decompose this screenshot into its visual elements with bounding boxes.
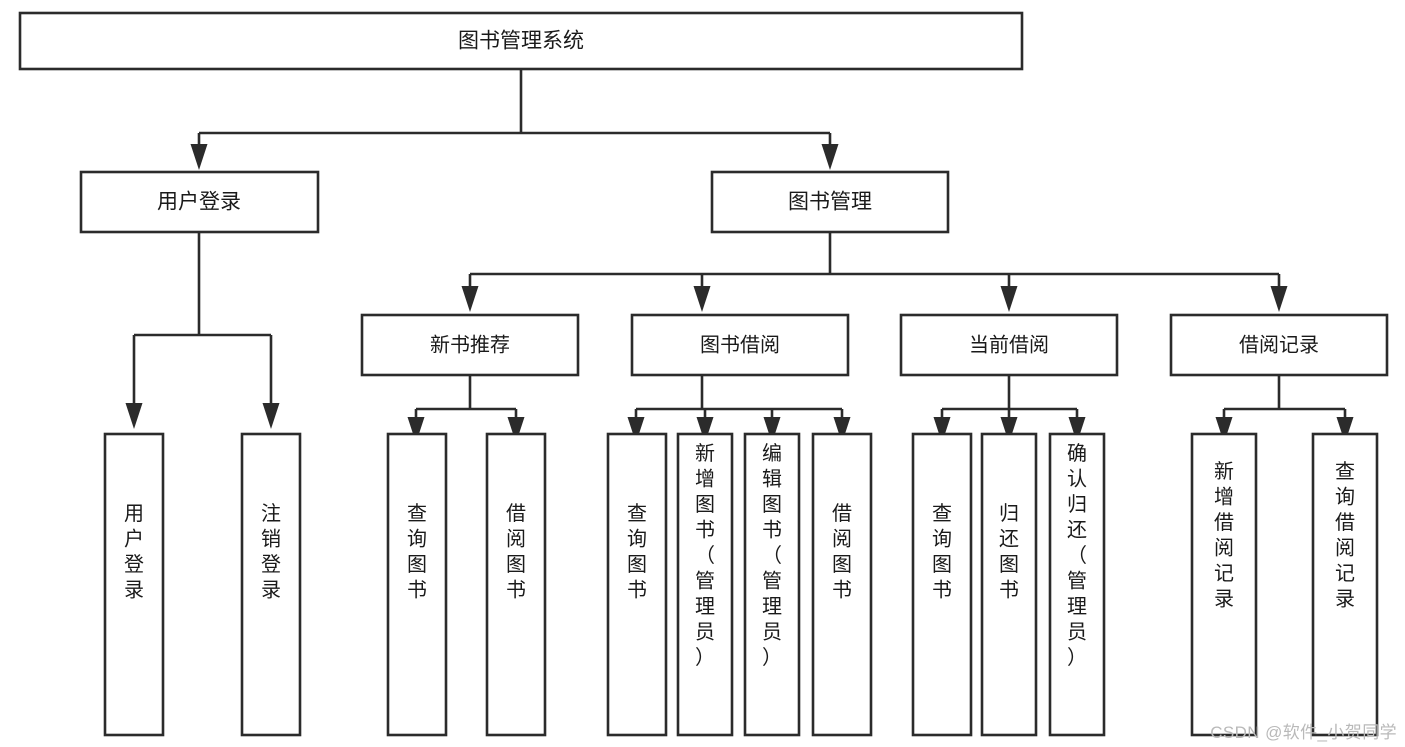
csdn-watermark: CSDN @软件_小贺同学 — [1210, 723, 1397, 742]
leaf-user-login-logout[interactable]: 注销登录 — [240, 432, 302, 737]
node-label-current-borrow: 当前借阅 — [969, 333, 1049, 356]
node-box-rect — [18, 11, 1024, 71]
leaf-borrow-borrow-book[interactable]: 借阅图书 — [811, 432, 873, 737]
leaf-label-new-book-query: 查询图书 — [407, 502, 427, 602]
leaf-label-current-query-book: 查询图书 — [932, 502, 952, 602]
leaf-box-rect — [103, 432, 165, 737]
leaf-label-borrow-edit-book-admin: 编辑图书（管理员） — [762, 442, 782, 669]
leaf-borrow-add-book-admin[interactable]: 新增图书（管理员） — [676, 432, 734, 737]
connector-new-book-to-leaves — [407, 375, 525, 443]
node-label-book-management: 图书管理 — [788, 191, 872, 214]
leaf-label-current-return-book: 归还图书 — [999, 502, 1019, 602]
arrow-head-icon — [125, 403, 143, 429]
leaf-new-book-query[interactable]: 查询图书 — [386, 432, 448, 737]
leaf-label-record-add-record: 新增借阅记录 — [1214, 460, 1234, 611]
leaf-box-rect — [606, 432, 668, 737]
connector-user-login-to-leaves — [125, 232, 280, 429]
leaf-box-rect — [1048, 432, 1106, 737]
leaf-label-borrow-query-book: 查询图书 — [627, 502, 647, 602]
leaf-current-return-book[interactable]: 归还图书 — [980, 432, 1038, 737]
leaf-box-rect — [676, 432, 734, 737]
leaf-label-current-confirm-return-admin: 确认归还（管理员） — [1067, 442, 1087, 669]
arrow-head-icon — [262, 403, 280, 429]
arrow-head-icon — [821, 144, 839, 170]
leaf-user-login-login[interactable]: 用户登录 — [103, 432, 165, 737]
leaf-label-user-login-login: 用户登录 — [124, 503, 144, 602]
connector-borrow-record-to-leaves — [1215, 375, 1354, 443]
node-box-rect — [710, 170, 950, 234]
leaf-current-confirm-return-admin[interactable]: 确认归还（管理员） — [1048, 432, 1106, 737]
leaf-label-record-query-record: 查询借阅记录 — [1335, 460, 1355, 611]
leaf-box-rect — [911, 432, 973, 737]
leaf-box-rect — [743, 432, 801, 737]
connector-root-to-level2 — [190, 69, 839, 170]
node-book-borrow[interactable]: 图书借阅 — [630, 313, 850, 377]
node-box-rect — [360, 313, 580, 377]
node-current-borrow[interactable]: 当前借阅 — [899, 313, 1119, 377]
leaf-label-borrow-borrow-book: 借阅图书 — [832, 502, 852, 602]
leaf-label-user-login-logout: 注销登录 — [261, 502, 281, 602]
node-book-management[interactable]: 图书管理 — [710, 170, 950, 234]
leaf-box-rect — [240, 432, 302, 737]
node-new-book-recommend[interactable]: 新书推荐 — [360, 313, 580, 377]
connector-book-borrow-to-leaves — [627, 375, 851, 443]
leaf-label-new-book-borrow: 借阅图书 — [506, 502, 526, 602]
leaf-record-query-record[interactable]: 查询借阅记录 — [1311, 432, 1379, 737]
arrow-head-icon — [693, 286, 711, 312]
leaf-label-borrow-add-book-admin: 新增图书（管理员） — [695, 442, 715, 669]
connector-book-manage-to-level3 — [461, 232, 1288, 312]
leaf-borrow-edit-book-admin[interactable]: 编辑图书（管理员） — [743, 432, 801, 737]
leaf-box-rect — [1311, 432, 1379, 737]
node-user-login[interactable]: 用户登录 — [79, 170, 320, 234]
node-label-book-borrow: 图书借阅 — [700, 333, 780, 356]
node-borrow-record[interactable]: 借阅记录 — [1169, 313, 1389, 377]
node-root-book-management-system[interactable]: 图书管理系统 — [18, 11, 1024, 71]
arrow-head-icon — [1000, 286, 1018, 312]
leaf-new-book-borrow[interactable]: 借阅图书 — [485, 432, 547, 737]
node-box-rect — [630, 313, 850, 377]
leaf-box-rect — [980, 432, 1038, 737]
node-box-rect — [79, 170, 320, 234]
node-label-new-book-recommend: 新书推荐 — [430, 333, 510, 356]
leaf-box-rect — [386, 432, 448, 737]
node-label-user-login: 用户登录 — [157, 191, 241, 214]
arrow-head-icon — [461, 286, 479, 312]
leaf-current-query-book[interactable]: 查询图书 — [911, 432, 973, 737]
connector-current-borrow-to-leaves — [933, 375, 1086, 443]
node-label-root: 图书管理系统 — [458, 30, 584, 53]
arrow-head-icon — [190, 144, 208, 170]
leaf-box-rect — [1190, 432, 1258, 737]
node-label-borrow-record: 借阅记录 — [1239, 333, 1319, 356]
leaf-borrow-query-book[interactable]: 查询图书 — [606, 432, 668, 737]
node-box-rect — [899, 313, 1119, 377]
leaf-box-rect — [811, 432, 873, 737]
arrow-head-icon — [1270, 286, 1288, 312]
leaf-box-rect — [485, 432, 547, 737]
node-box-rect — [1169, 313, 1389, 377]
leaf-record-add-record[interactable]: 新增借阅记录 — [1190, 432, 1258, 737]
